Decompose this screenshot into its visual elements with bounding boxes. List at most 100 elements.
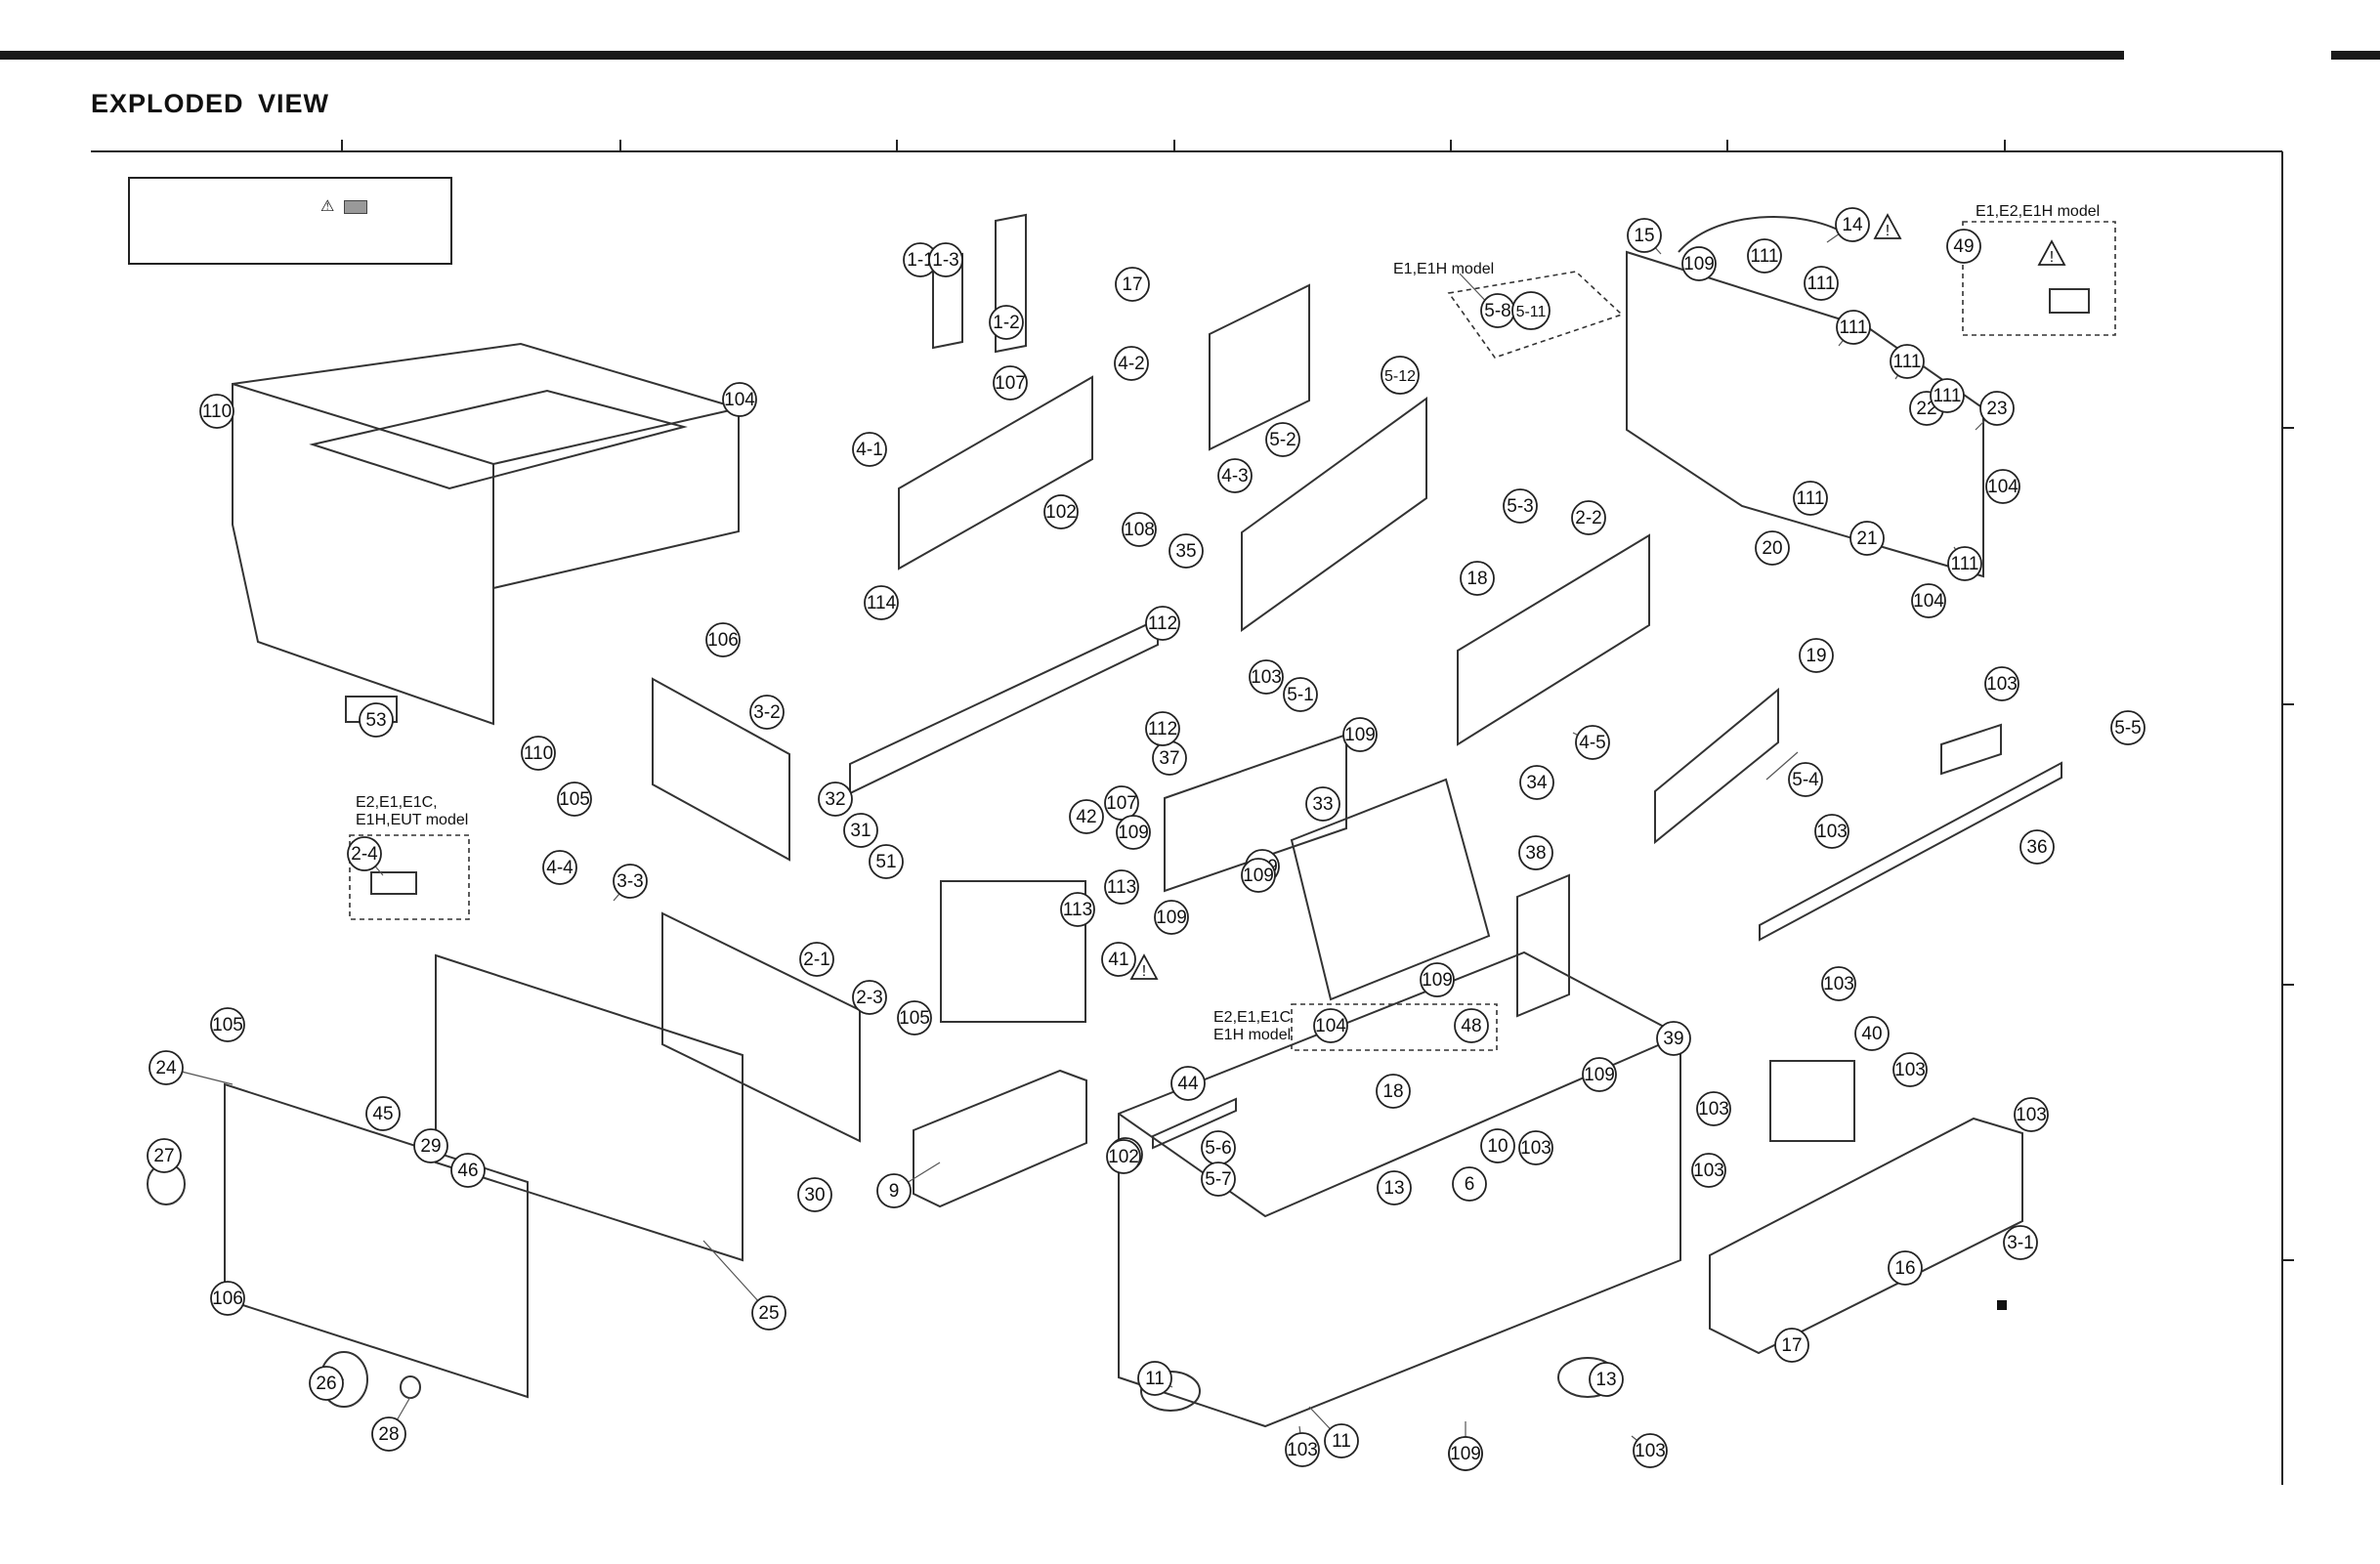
callout-circle: [1480, 1128, 1515, 1163]
callout-number: 109: [1344, 725, 1376, 745]
callout-109-103: 109: [1420, 962, 1455, 997]
callout-number: 104: [1913, 591, 1944, 612]
callout-circle: [1849, 521, 1885, 556]
callout-3-3-9: 3-3: [613, 864, 648, 899]
callout-number: 103: [1287, 1440, 1318, 1460]
callout-circle: [1854, 1016, 1890, 1051]
callout-5-1-15: 5-1: [1283, 677, 1318, 712]
callout-circle: [1069, 799, 1104, 834]
callout-49-67: 49: [1946, 229, 1981, 264]
callout-111-113: 111: [1947, 546, 1982, 581]
callout-110-106: 110: [199, 394, 234, 429]
callout-number: 14: [1842, 215, 1863, 235]
callout-circle: [1342, 717, 1378, 752]
callout-number: 11: [1332, 1431, 1351, 1452]
callout-24-44: 24: [149, 1050, 184, 1085]
callout-circle: [869, 844, 904, 879]
callout-42-62: 42: [1069, 799, 1104, 834]
plug-51: [2049, 288, 2090, 314]
callout-27-47: 27: [147, 1138, 182, 1173]
callout-number: 108: [1124, 520, 1155, 540]
callout-17-35: 17: [1774, 1328, 1809, 1363]
callout-109-99: 109: [1116, 815, 1151, 850]
callout-circle: [2003, 1225, 2038, 1260]
model-note-e2-e1-e1c-e1h-line-0: E2,E1,E1C: [1213, 1009, 1291, 1026]
callout-circle: [2014, 1097, 2049, 1132]
callout-104-87: 104: [1985, 469, 2020, 504]
callout-14-32: 14: [1835, 207, 1870, 242]
callout-110-107: 110: [521, 736, 556, 771]
callout-number: 109: [1422, 970, 1453, 991]
callout-circle: [1114, 346, 1149, 381]
callout-number: 26: [316, 1374, 336, 1394]
callout-number: 4-5: [1579, 733, 1605, 753]
callout-circle: [1283, 677, 1318, 712]
callout-circle: [1681, 246, 1717, 281]
callout-number: 104: [1987, 477, 2019, 497]
callout-circle: [1814, 814, 1849, 849]
callout-circle: [1836, 310, 1871, 345]
callout-10-27: 10: [1480, 1128, 1515, 1163]
callout-number: 38: [1525, 843, 1546, 864]
callout-circle: [613, 864, 648, 899]
callout-105-89: 105: [557, 782, 592, 817]
callout-circle: [1448, 1436, 1483, 1471]
callout-5-11-23: 5-11: [1511, 291, 1551, 330]
callout-number: 109: [1683, 254, 1715, 275]
callout-circle: [413, 1128, 448, 1163]
callout-1-2-1: 1-2: [989, 305, 1024, 340]
callout-number: 103: [1251, 667, 1282, 688]
callout-circle: [1285, 1432, 1320, 1467]
callout-circle: [1518, 1130, 1553, 1165]
callout-number: 37: [1159, 748, 1179, 769]
callout-25-45: 25: [751, 1295, 786, 1331]
callout-circle: [1788, 762, 1823, 797]
callout-number: 5-6: [1205, 1138, 1231, 1159]
callout-circle: [1241, 858, 1276, 893]
board-5-1: [1164, 733, 1347, 893]
callout-circle: [1656, 1021, 1691, 1056]
callout-circle: [309, 1366, 344, 1401]
callout-number: 112: [1148, 613, 1177, 634]
callout-4-3-12: 4-3: [1217, 458, 1253, 493]
warning-icon-mark: !: [1886, 223, 1890, 239]
callout-number: 36: [2026, 837, 2047, 858]
warning-icon-51: [2037, 239, 2066, 266]
callout-103-79: 103: [1691, 1153, 1726, 1188]
heat-sink: [1290, 778, 1491, 1001]
callout-number: 112: [1148, 719, 1177, 740]
callout-number: 30: [804, 1185, 825, 1205]
callout-5-5-19: 5-5: [2110, 710, 2146, 745]
board-2-2: [1457, 533, 1650, 746]
callout-number: 28: [378, 1424, 399, 1445]
callout-circle: [818, 782, 853, 817]
callout-circle: [1696, 1091, 1731, 1126]
callout-circle: [1985, 469, 2020, 504]
safety-notice-box: ⚠: [128, 177, 452, 265]
callout-number: 111: [1893, 352, 1922, 372]
callout-number: 107: [1106, 793, 1137, 814]
callout-37-57: 37: [1152, 740, 1187, 776]
callout-105-90: 105: [897, 1000, 932, 1036]
callout-circle: [722, 382, 757, 417]
callout-number: 29: [420, 1136, 441, 1157]
board-4-1: [898, 375, 1093, 571]
callout-5-12-24: 5-12: [1381, 356, 1420, 395]
callout-104-84: 104: [1313, 1008, 1348, 1043]
callout-103-83: 103: [1285, 1432, 1320, 1467]
callout-28-48: 28: [371, 1416, 406, 1452]
callout-35-55: 35: [1169, 533, 1204, 569]
callout-103-82: 103: [1633, 1433, 1668, 1468]
warning-triangle-icon: ⚠: [320, 198, 335, 215]
callout-105-91: 105: [210, 1007, 245, 1042]
model-note-e2-e1-e1c-e1h-eut-line-0: E2,E1,E1C,: [356, 794, 438, 811]
callout-circle: [1122, 512, 1157, 547]
callout-number: 20: [1762, 538, 1782, 559]
callout-number: 33: [1312, 794, 1333, 815]
board-4-5: [1654, 687, 1779, 845]
callout-number: 31: [850, 821, 871, 841]
callout-circle: [149, 1050, 184, 1085]
callout-number: 111: [1934, 386, 1962, 406]
callout-circle: [852, 980, 887, 1015]
callout-circle: [705, 622, 741, 657]
